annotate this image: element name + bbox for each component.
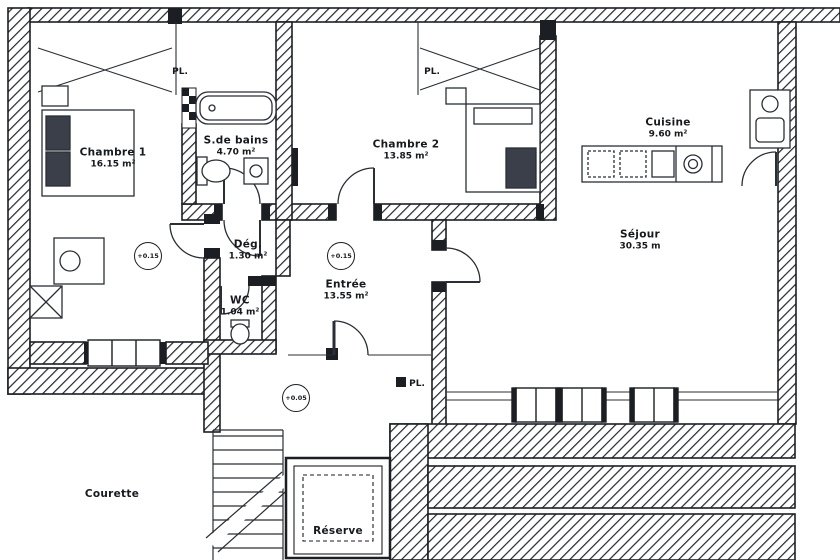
bathtub-icon xyxy=(195,91,277,125)
window-icons xyxy=(87,339,679,423)
window-icon xyxy=(629,387,679,423)
kitchen-counter-icon xyxy=(581,145,723,183)
room-area-chambre2: 13.85 m² xyxy=(383,151,429,162)
window-icon xyxy=(557,387,607,423)
window-icon xyxy=(511,387,561,423)
door-cuisine-icon xyxy=(741,151,777,187)
room-area-wc: 1.04 m² xyxy=(220,307,260,318)
walls xyxy=(7,7,840,560)
closet-label-chambre2: PL. xyxy=(424,67,440,77)
room-label-cuisine: Cuisine 9.60 m² xyxy=(645,117,690,140)
room-label-salle-de-bains: S.de bains 4.70 m² xyxy=(204,135,269,158)
room-label-degagement: Dég. 1.30 m² xyxy=(229,239,268,262)
door-chambre1-icon xyxy=(169,223,205,259)
room-label-wc: WC 1.04 m² xyxy=(221,295,260,318)
washbasin-icon xyxy=(196,156,231,186)
room-name-courette: Courette xyxy=(84,488,140,500)
bed-chambre1-icon xyxy=(41,109,135,197)
closet-label-sejour: PL. xyxy=(409,379,425,389)
window-icon xyxy=(87,339,161,367)
tile-strip-icon xyxy=(181,87,197,129)
room-name-cuisine: Cuisine xyxy=(645,116,691,129)
door-sejour-icon xyxy=(445,247,481,283)
closet-chambre1-icon xyxy=(37,47,173,93)
room-area-cuisine: 9.60 m² xyxy=(648,129,688,140)
door-chambre2-icon xyxy=(337,167,375,205)
stairs-icon xyxy=(205,429,293,560)
desk-icon xyxy=(53,237,105,285)
room-label-reserve: Réserve xyxy=(313,525,363,537)
reserve-room-outline xyxy=(284,456,392,560)
room-area-salle-de-bains: 4.70 m² xyxy=(216,147,256,158)
washing-machine-icon xyxy=(29,285,63,319)
level-marker-entree: +0.15 xyxy=(327,242,355,270)
room-name-chambre1: Chambre 1 xyxy=(79,146,147,159)
room-area-degagement: 1.30 m² xyxy=(228,251,268,262)
kitchen-sink-icon xyxy=(749,89,791,149)
room-label-sejour: Séjour 30.35 m xyxy=(620,229,661,252)
toilet-icon xyxy=(230,319,250,345)
room-name-sejour: Séjour xyxy=(620,228,660,241)
closet-chambre2-icon xyxy=(419,47,541,91)
room-area-entree: 13.55 m² xyxy=(323,291,369,302)
room-label-courette: Courette xyxy=(85,488,139,500)
closet-label-chambre1: PL. xyxy=(172,67,188,77)
door-entree-icon xyxy=(332,320,369,356)
room-area-chambre1: 16.15 m² xyxy=(90,159,136,170)
construction-lines xyxy=(175,22,778,401)
door-wc-icon xyxy=(220,285,250,315)
room-label-entree: Entrée 13.55 m² xyxy=(324,279,369,302)
room-name-entree: Entrée xyxy=(325,278,367,291)
room-label-chambre2: Chambre 2 13.85 m² xyxy=(373,139,440,162)
level-marker-chambre1: +0.15 xyxy=(134,242,162,270)
room-name-chambre2: Chambre 2 xyxy=(372,138,440,151)
level-marker-landing: +0.05 xyxy=(282,384,310,412)
nightstand-chambre2-icon xyxy=(445,87,467,105)
bidet-icon xyxy=(243,157,269,185)
room-label-chambre1: Chambre 1 16.15 m² xyxy=(80,147,147,170)
room-area-sejour: 30.35 m xyxy=(619,241,661,252)
room-name-wc: WC xyxy=(230,294,250,307)
room-name-reserve: Réserve xyxy=(313,525,363,537)
room-name-degagement: Dég. xyxy=(233,238,263,251)
room-name-salle-de-bains: S.de bains xyxy=(203,134,269,147)
nightstand-chambre1-icon xyxy=(41,85,69,107)
door-degagement-icon xyxy=(223,219,261,257)
bed-chambre2-icon xyxy=(465,103,541,193)
wall-posts xyxy=(84,8,556,387)
